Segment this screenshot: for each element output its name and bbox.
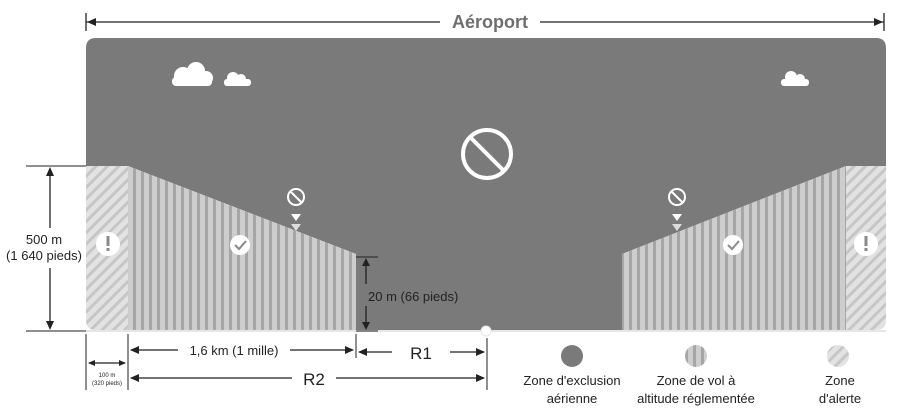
no-entry-icon bbox=[461, 128, 513, 180]
height-500-label: 500 m bbox=[26, 232, 62, 247]
check-icon bbox=[723, 235, 743, 255]
legend-restricted-line1: Zone de vol à bbox=[657, 373, 737, 388]
check-icon bbox=[230, 235, 250, 255]
legend-exclusion-line2: aérienne bbox=[547, 391, 598, 406]
exclamation-icon bbox=[96, 232, 120, 256]
dist-100-label: 100 m bbox=[99, 373, 116, 379]
no-entry-icon bbox=[668, 188, 686, 231]
legend-alert-line1: Zone bbox=[825, 373, 855, 388]
r2-arrow bbox=[130, 374, 485, 382]
page-title: Aéroport bbox=[452, 12, 528, 32]
legend-alert-line2: d'alerte bbox=[819, 391, 861, 406]
cloud-icon bbox=[781, 71, 809, 86]
height-20-dimension bbox=[356, 256, 378, 332]
height-500-ft-label: (1 640 pieds) bbox=[6, 248, 82, 263]
height-500-dimension bbox=[26, 165, 86, 332]
dist-100-ft-label: (320 pieds) bbox=[92, 381, 122, 387]
r1-arrow bbox=[358, 348, 485, 356]
legend-swatch-exclusion bbox=[561, 345, 583, 367]
exclusion-zone bbox=[86, 38, 886, 330]
legend-swatch-alert bbox=[827, 345, 849, 367]
dist-100-arrow bbox=[88, 360, 126, 366]
airport-center-marker bbox=[480, 325, 492, 337]
dist-1-6-label: 1,6 km (1 mille) bbox=[190, 343, 279, 358]
legend-exclusion-line1: Zone d'exclusion bbox=[523, 373, 620, 388]
r1-label: R1 bbox=[410, 344, 432, 363]
legend-restricted-line2: altitude réglementée bbox=[637, 391, 755, 406]
legend-swatch-restricted bbox=[685, 345, 707, 367]
height-20-label: 20 m (66 pieds) bbox=[368, 289, 458, 304]
r2-label: R2 bbox=[303, 370, 325, 389]
cloud-icon bbox=[172, 62, 213, 86]
exclamation-icon bbox=[854, 232, 878, 256]
title-span-arrow bbox=[85, 13, 885, 31]
cloud-icon bbox=[224, 72, 251, 86]
no-entry-icon bbox=[287, 188, 305, 231]
bottom-dimension-lines bbox=[85, 334, 488, 390]
dist-1-6-arrow bbox=[130, 346, 354, 354]
